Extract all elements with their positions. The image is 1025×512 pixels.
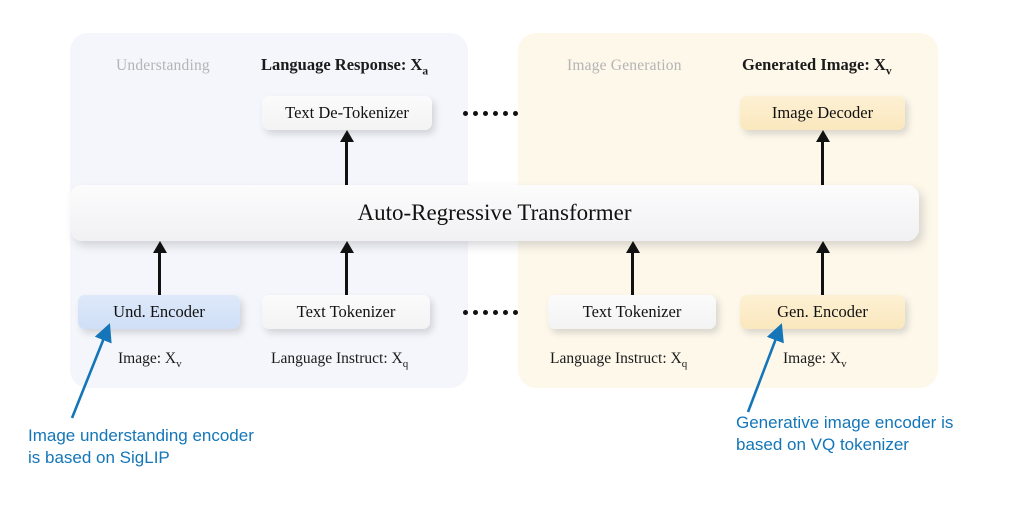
arrow-up-to-text-de-tokenizer xyxy=(345,140,348,185)
box-text-tokenizer-right[interactable]: Text Tokenizer xyxy=(548,295,716,329)
box-gen-encoder[interactable]: Gen. Encoder xyxy=(740,295,905,329)
arrow-up-from-und-encoder xyxy=(158,251,161,295)
box-auto-regressive-transformer[interactable]: Auto-Regressive Transformer xyxy=(70,185,919,241)
box-image-decoder[interactable]: Image Decoder xyxy=(740,96,905,130)
label-image-right-subscript: v xyxy=(841,358,847,371)
ellipsis-top-icon xyxy=(463,111,518,116)
label-language-response-text: Language Response: X xyxy=(261,55,423,74)
label-image-left: Image: Xv xyxy=(118,350,182,370)
box-text-de-tokenizer[interactable]: Text De-Tokenizer xyxy=(262,96,432,130)
panel-caption-image-generation: Image Generation xyxy=(567,57,682,74)
label-language-instruct-left-subscript: q xyxy=(402,358,409,371)
annotation-vq-tokenizer: Generative image encoder is based on VQ … xyxy=(736,413,954,454)
box-text-tokenizer-left[interactable]: Text Tokenizer xyxy=(262,295,430,329)
arrow-up-from-text-tokenizer-left xyxy=(345,251,348,295)
label-generated-image: Generated Image: Xv xyxy=(742,55,892,77)
label-language-instruct-left-text: Language Instruct: X xyxy=(271,350,403,367)
arrow-up-to-image-decoder xyxy=(821,140,824,185)
ellipsis-bottom-icon xyxy=(463,310,518,315)
label-language-response-subscript: a xyxy=(422,65,429,78)
label-language-instruct-right-subscript: q xyxy=(681,358,688,371)
arrow-up-from-text-tokenizer-right xyxy=(631,251,634,295)
arrow-up-from-gen-encoder xyxy=(821,251,824,295)
callout-arrow-left-icon xyxy=(70,323,112,419)
label-language-response: Language Response: Xa xyxy=(261,55,428,77)
label-image-left-text: Image: X xyxy=(118,350,177,367)
annotation-siglip: Image understanding encoder is based on … xyxy=(28,426,254,467)
label-image-left-subscript: v xyxy=(176,358,182,371)
label-language-instruct-left: Language Instruct: Xq xyxy=(271,350,408,370)
label-image-right-text: Image: X xyxy=(783,350,842,367)
label-image-right: Image: Xv xyxy=(783,350,847,370)
label-language-instruct-right: Language Instruct: Xq xyxy=(550,350,687,370)
label-generated-image-text: Generated Image: X xyxy=(742,55,886,74)
panel-caption-understanding: Understanding xyxy=(116,57,210,74)
label-generated-image-subscript: v xyxy=(885,65,892,78)
label-language-instruct-right-text: Language Instruct: X xyxy=(550,350,682,367)
callout-arrow-right-icon xyxy=(746,323,784,413)
